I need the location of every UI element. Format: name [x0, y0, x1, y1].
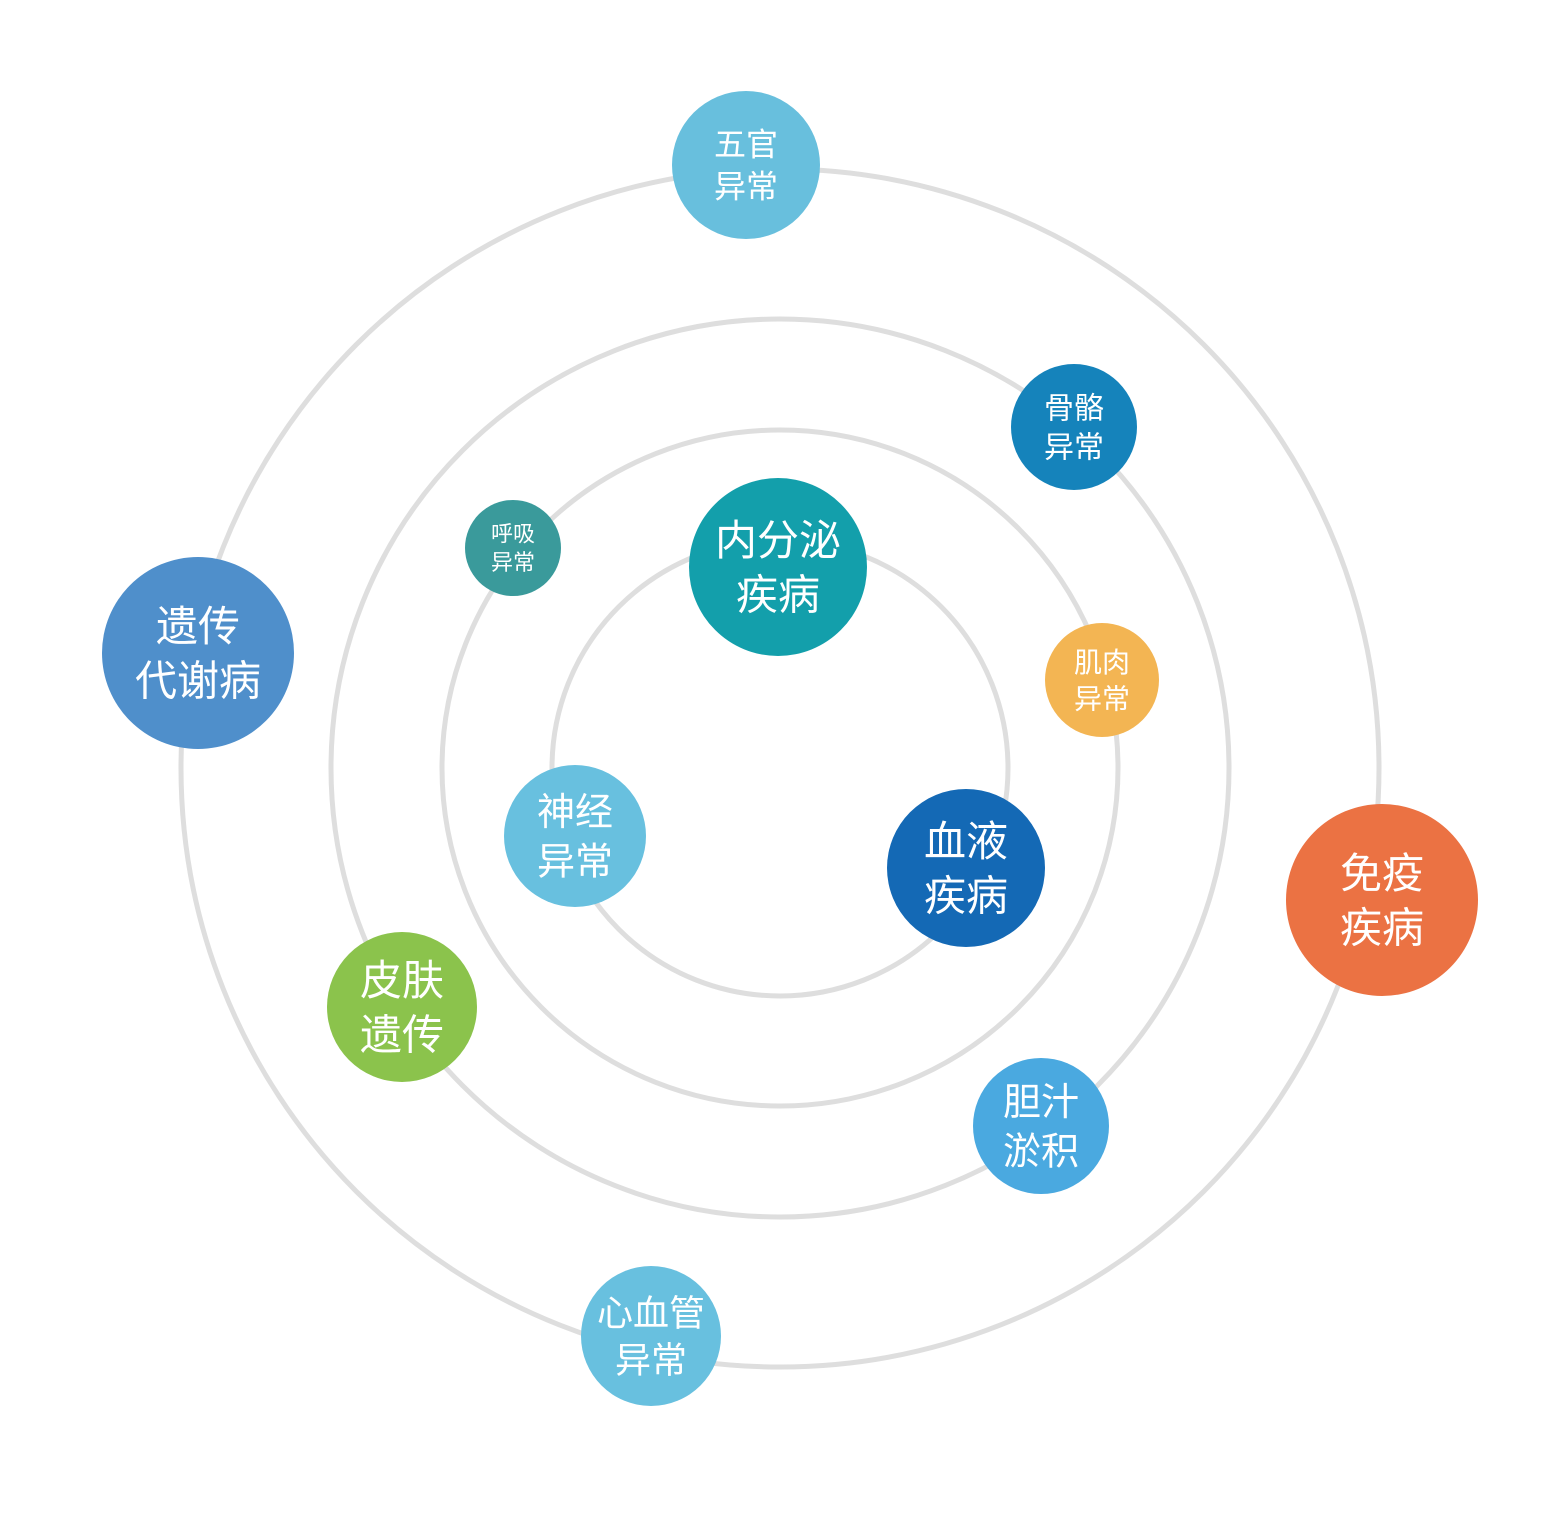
node-label-line: 心血管: [597, 1294, 705, 1335]
node-label-line: 疾病: [736, 570, 820, 619]
node-label-line: 疾病: [1340, 903, 1424, 952]
node-circle: [887, 789, 1045, 947]
node-label-line: 疾病: [924, 871, 1008, 920]
node-circle: [1045, 623, 1159, 737]
node-circle: [672, 91, 820, 239]
orbit-ring-2: [439, 427, 1121, 1109]
node-label-line: 异常: [1074, 682, 1130, 715]
node-label-line: 神经: [537, 790, 613, 834]
node-label-line: 皮肤: [360, 956, 444, 1005]
node-circle: [1286, 804, 1478, 996]
node-label-line: 异常: [714, 167, 778, 205]
node-label-line: 骨骼: [1044, 391, 1104, 426]
node-label-line: 遗传: [360, 1010, 444, 1059]
node-label-line: 免疫: [1340, 849, 1424, 898]
node-label-line: 内分泌: [715, 516, 841, 565]
node-circle: [581, 1266, 721, 1406]
node-circle: [1011, 364, 1137, 490]
orbit-ring-3: [328, 316, 1232, 1220]
node-label-line: 遗传: [156, 602, 240, 651]
node-circle: [102, 557, 294, 749]
node-label-line: 异常: [1044, 430, 1104, 465]
node-circle: [504, 765, 646, 907]
node-circle: [465, 500, 561, 596]
orbit-ring-4: [178, 166, 1382, 1370]
node-label-line: 淤积: [1003, 1129, 1079, 1173]
node-label-line: 胆汁: [1003, 1080, 1079, 1124]
node-circle: [327, 932, 477, 1082]
node-label-line: 血液: [924, 817, 1008, 866]
orbit-rings: [178, 166, 1382, 1370]
node-label-line: 肌肉: [1074, 646, 1130, 679]
node-label-line: 代谢病: [135, 656, 261, 705]
node-label-line: 异常: [615, 1340, 687, 1381]
node-label-line: 异常: [537, 839, 613, 883]
node-circle: [689, 478, 867, 656]
node-label-line: 异常: [491, 551, 535, 576]
node-label-line: 五官: [714, 126, 778, 164]
node-label-line: 呼吸: [491, 523, 535, 548]
node-circle: [973, 1058, 1109, 1194]
category-nodes: 五官异常骨骼异常呼吸异常内分泌疾病遗传代谢病肌肉异常神经异常血液疾病免疫疾病皮肤…: [102, 91, 1478, 1406]
